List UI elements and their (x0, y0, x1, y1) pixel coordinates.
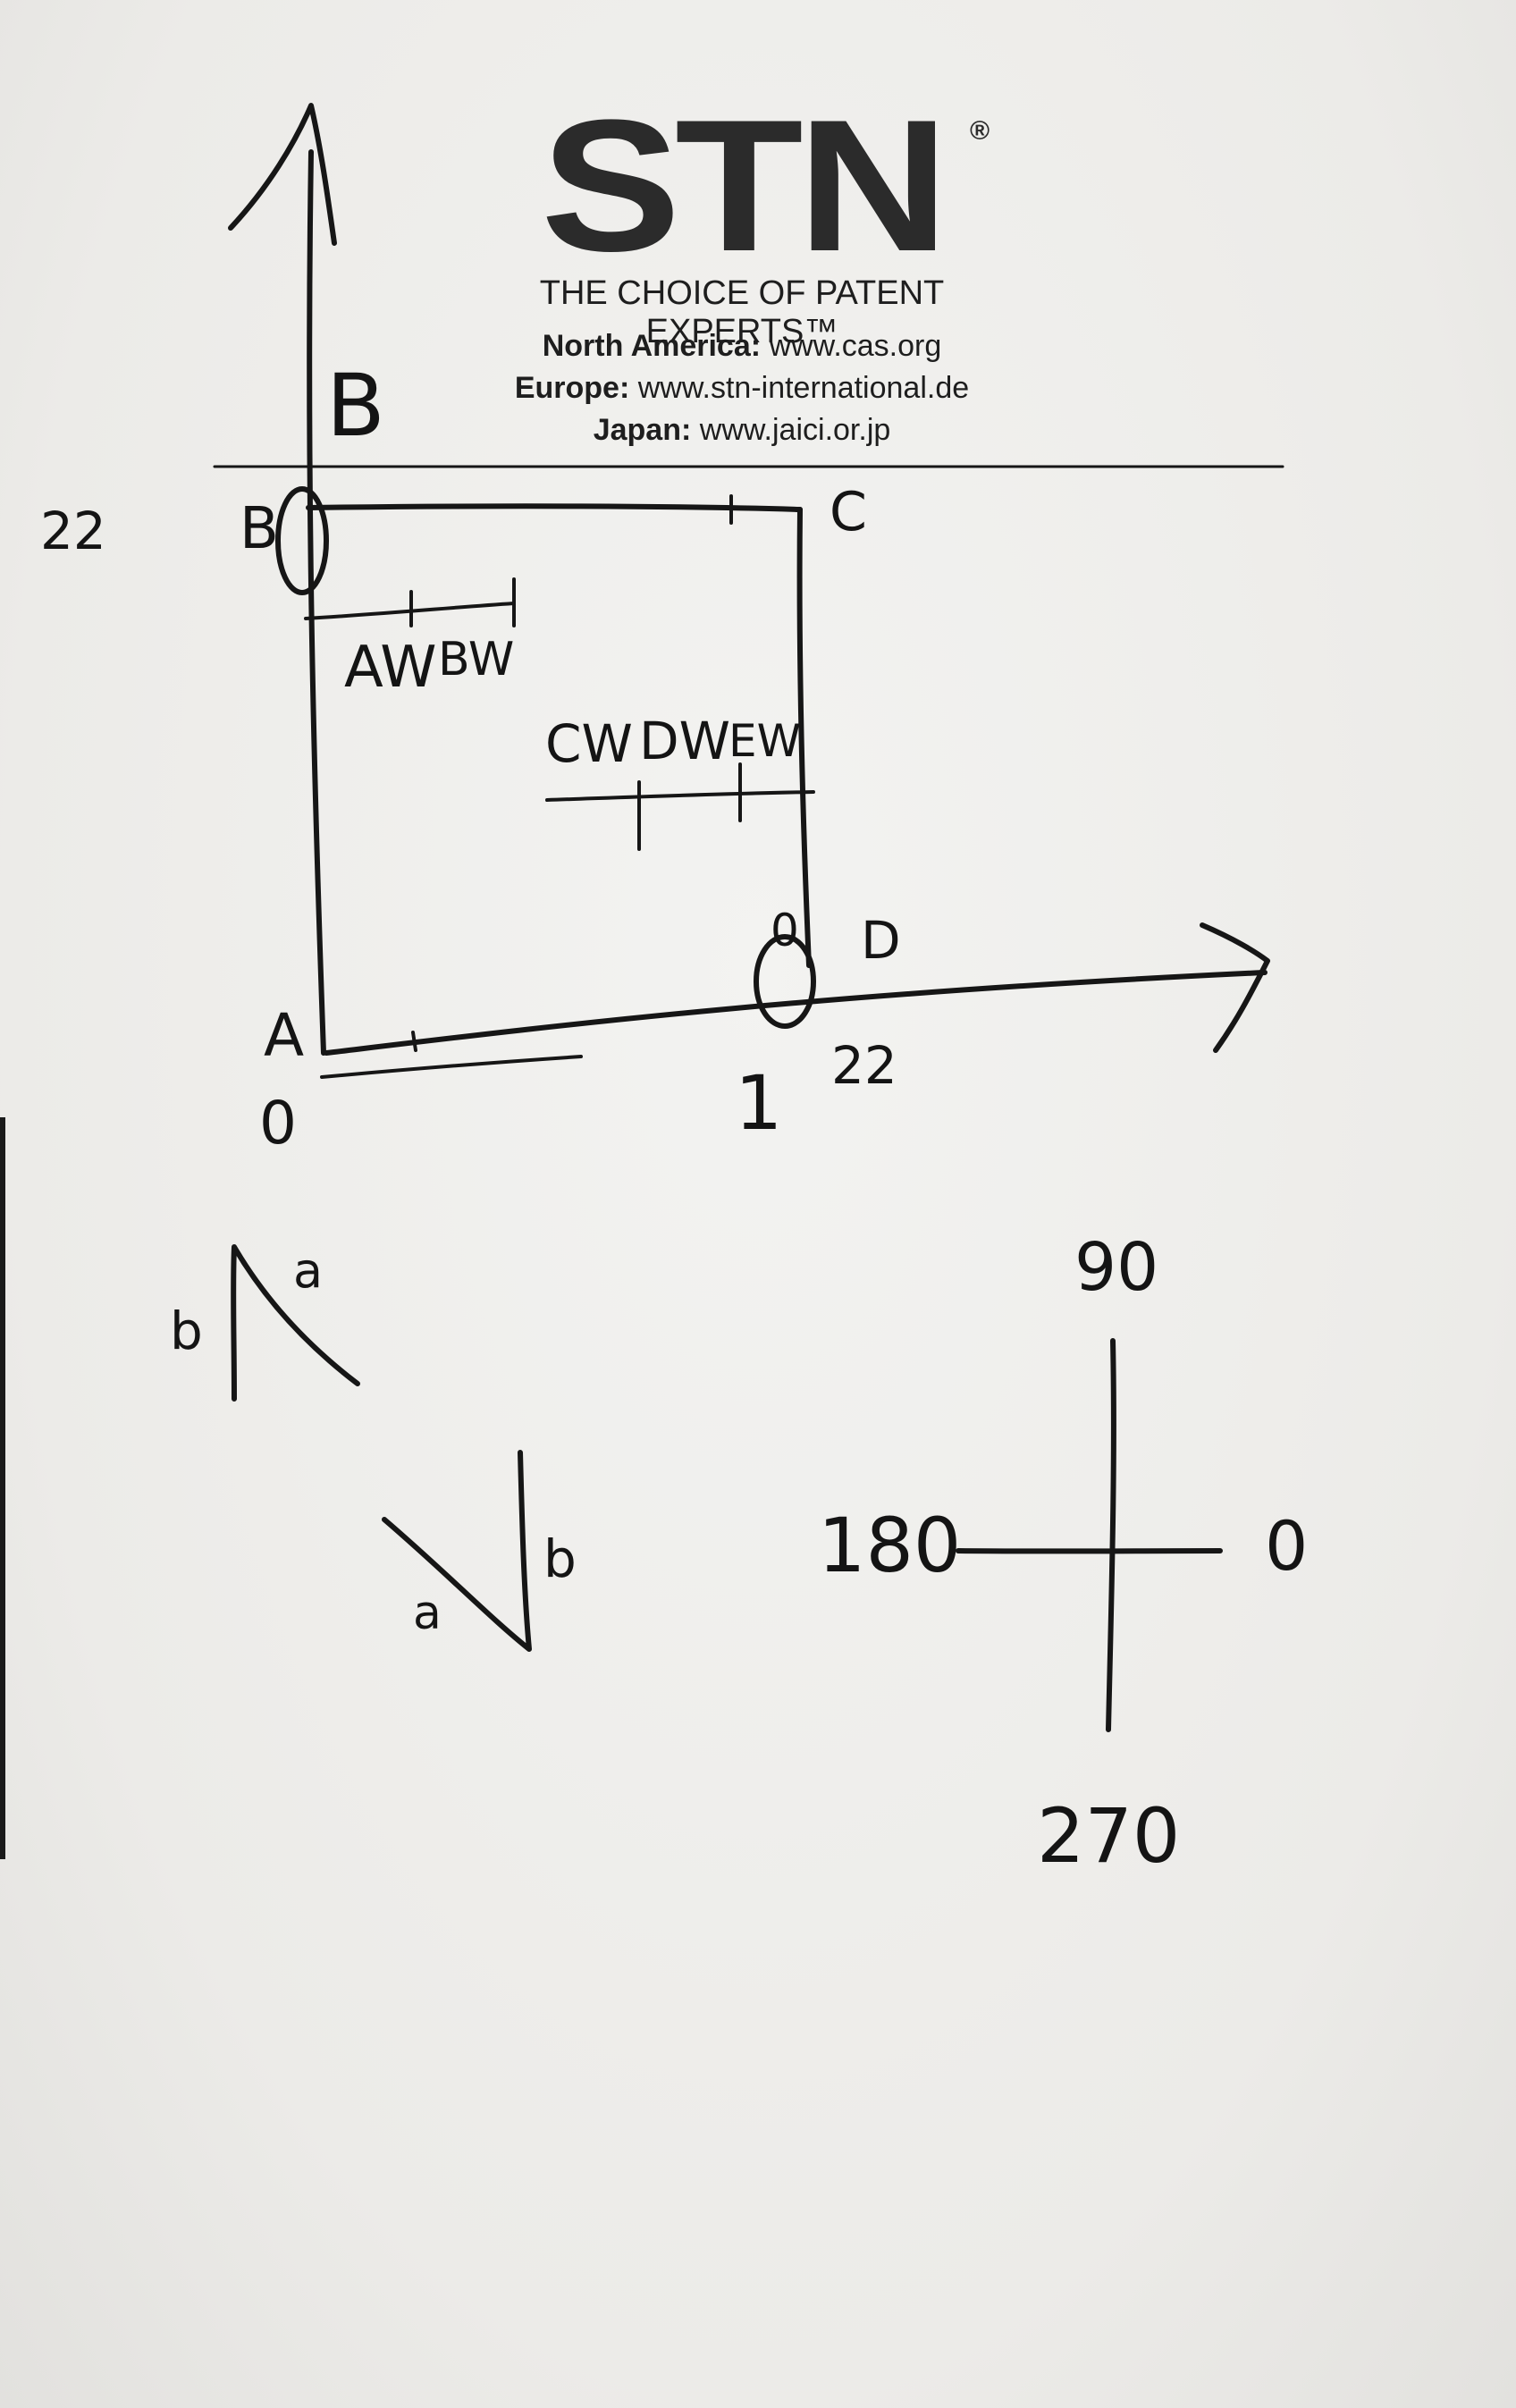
label-corner-a: A (264, 1001, 304, 1070)
x-axis (326, 972, 1265, 1053)
label-circle-zero: 0 (771, 905, 799, 956)
label-bw: BW (438, 633, 514, 686)
label-angle2-b: b (543, 1528, 577, 1589)
axis-underline (322, 1057, 581, 1077)
circle-b (278, 489, 326, 593)
label-corner-c: C (830, 481, 867, 543)
label-ew: EW (729, 715, 801, 767)
label-angle1-b: b (170, 1301, 203, 1361)
label-compass-90: 90 (1074, 1229, 1158, 1306)
label-bottom-22: 22 (831, 1035, 897, 1096)
label-axis-b: B (326, 356, 385, 456)
label-origin-zero: 0 (259, 1089, 297, 1158)
label-angle2-a: a (413, 1587, 442, 1640)
rect-right-edge (800, 509, 809, 965)
dim-line-cw-dw-ew (547, 792, 813, 800)
label-compass-270: 270 (1037, 1792, 1180, 1880)
label-aw: AW (344, 635, 437, 701)
label-angle1-a: a (293, 1242, 323, 1299)
bottom-tick (413, 1032, 416, 1050)
x-axis-arrow (1202, 925, 1268, 1050)
label-cw: CW (545, 713, 633, 774)
y-axis-arrow (231, 105, 334, 243)
label-compass-0: 0 (1265, 1506, 1308, 1586)
label-bottom-one: 1 (735, 1059, 782, 1147)
label-dw: DW (639, 711, 730, 771)
label-corner-d: D (861, 910, 901, 971)
label-compass-180: 180 (818, 1502, 961, 1589)
y-axis (309, 152, 324, 1053)
label-22-left: 22 (40, 501, 106, 561)
rect-top-edge (308, 506, 800, 509)
compass-vertical (1108, 1341, 1114, 1730)
label-corner-b: B (240, 496, 279, 562)
angle-sketch-2 (384, 1452, 529, 1649)
